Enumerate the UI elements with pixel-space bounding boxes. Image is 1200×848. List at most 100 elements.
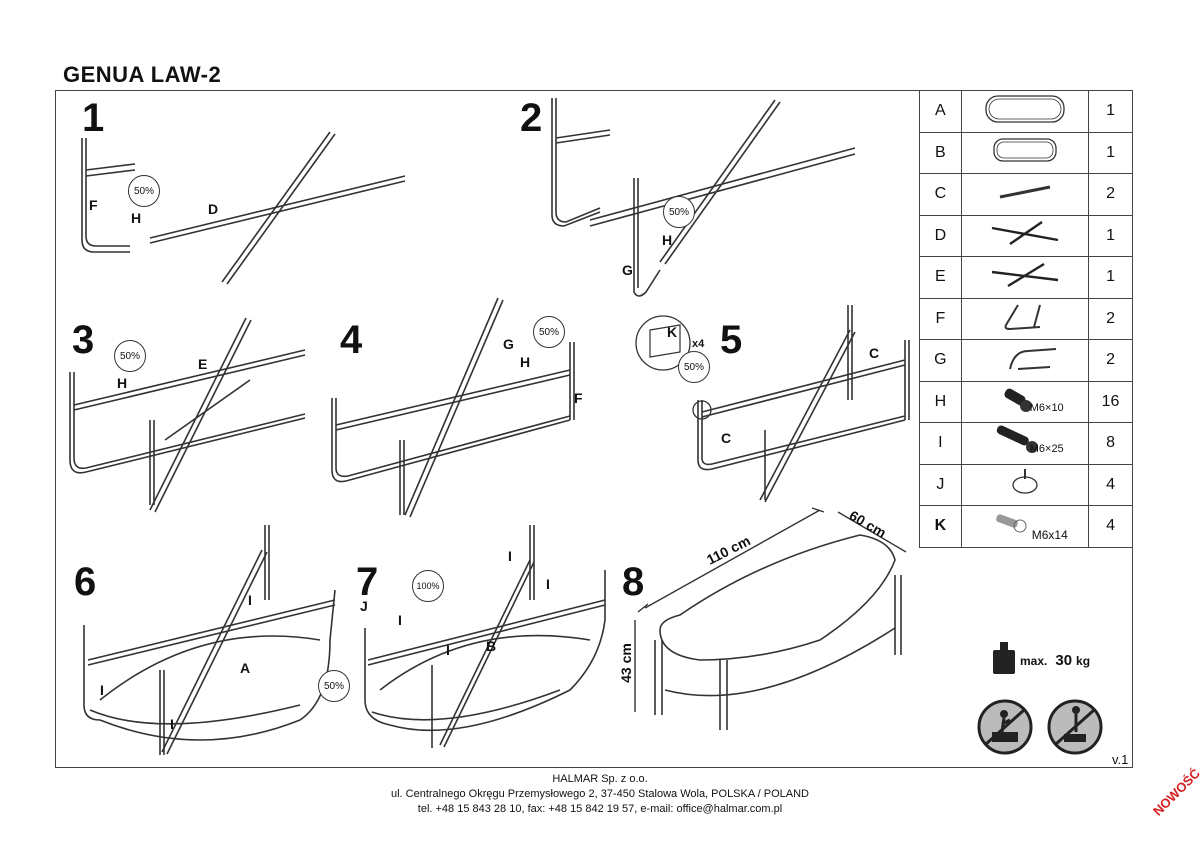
part-label: I bbox=[248, 592, 252, 608]
step-number-8: 8 bbox=[622, 560, 645, 604]
part-letter: A bbox=[919, 90, 962, 133]
table-row: B 1 bbox=[919, 131, 1133, 174]
step1-sketch bbox=[81, 131, 406, 285]
part-quantity: 1 bbox=[1088, 256, 1133, 299]
screw-icon: M6x14 bbox=[960, 505, 1090, 548]
part-label: F bbox=[89, 197, 98, 213]
document-title: GENUA LAW-2 bbox=[63, 62, 222, 87]
instruction-frame bbox=[55, 90, 1133, 768]
part-letter: F bbox=[919, 297, 962, 340]
bar-icon bbox=[960, 173, 1090, 216]
step6-sketch bbox=[83, 525, 336, 755]
step5-sketch bbox=[635, 305, 910, 503]
percent-badge: 50% bbox=[678, 351, 710, 383]
footer-address: ul. Centralnego Okręgu Przemysłowego 2, … bbox=[390, 788, 809, 800]
table-row: G 2 bbox=[919, 339, 1133, 382]
step2-sketch bbox=[551, 98, 856, 297]
part-label: I bbox=[398, 612, 402, 628]
table-row: E 1 bbox=[919, 256, 1133, 299]
part-label: I bbox=[100, 682, 104, 698]
table-row: H M6×10 16 bbox=[919, 380, 1133, 423]
no-standing-icon bbox=[977, 699, 1033, 755]
percent-badge: 50% bbox=[114, 340, 146, 372]
part-letter: D bbox=[919, 214, 962, 257]
part-label: D bbox=[208, 201, 219, 217]
dimension-height: 43 cm bbox=[617, 643, 634, 683]
assembly-drawings bbox=[69, 98, 910, 755]
part-quantity: 8 bbox=[1088, 422, 1133, 465]
leg-frame-icon bbox=[960, 339, 1090, 382]
bolt-size-label: M6×25 bbox=[1029, 443, 1064, 455]
part-letter: J bbox=[919, 463, 962, 506]
cross-frame-icon bbox=[960, 256, 1090, 299]
percent-badge: 50% bbox=[318, 670, 350, 702]
footer-contact: tel. +48 15 843 28 10, fax: +48 15 842 1… bbox=[417, 803, 783, 815]
footer: HALMAR Sp. z o.o. ul. Centralnego Okręgu… bbox=[0, 772, 1200, 817]
part-label: C bbox=[721, 430, 732, 446]
step8-sketch bbox=[634, 507, 907, 730]
table-row: D 1 bbox=[919, 214, 1133, 257]
part-label: G bbox=[503, 336, 514, 352]
step7-sketch bbox=[364, 525, 606, 748]
screw-size-label: M6x14 bbox=[1031, 528, 1068, 542]
step-number-3: 3 bbox=[72, 318, 95, 362]
part-label: J bbox=[360, 598, 368, 614]
table-row: J 4 bbox=[919, 463, 1133, 506]
table-row: C 2 bbox=[919, 173, 1133, 216]
tabletop-small-icon bbox=[960, 131, 1090, 174]
table-row: K M6x14 4 bbox=[919, 505, 1133, 548]
step-number-1: 1 bbox=[82, 96, 105, 140]
max-load-unit: kg bbox=[1076, 654, 1091, 668]
parts-list-table: A 1 B 1 C 2 D 1 E 1 F 2 G 2 H M6×10 16 I… bbox=[919, 90, 1133, 548]
part-label: C bbox=[869, 345, 880, 361]
part-quantity: 4 bbox=[1088, 463, 1133, 506]
part-quantity: 2 bbox=[1088, 297, 1133, 340]
table-row: A 1 bbox=[919, 90, 1133, 133]
step-number-6: 6 bbox=[74, 560, 97, 604]
weight-icon bbox=[993, 642, 1015, 674]
part-label: I bbox=[446, 642, 450, 658]
part-label: H bbox=[520, 354, 531, 370]
part-label: H bbox=[131, 210, 142, 226]
bolt-size-label: M6×10 bbox=[1029, 401, 1064, 414]
part-label: I bbox=[546, 576, 550, 592]
step-number-2: 2 bbox=[520, 96, 543, 140]
step-number-5: 5 bbox=[720, 318, 743, 362]
tabletop-large-icon bbox=[960, 90, 1090, 133]
foot-icon bbox=[960, 463, 1090, 506]
part-quantity: 16 bbox=[1088, 380, 1133, 423]
max-load-label: max. bbox=[1020, 654, 1048, 668]
part-label: G bbox=[622, 262, 633, 278]
part-label: H bbox=[117, 375, 128, 391]
version-label: v.1 bbox=[1112, 752, 1129, 767]
cross-frame-icon bbox=[960, 214, 1090, 257]
step4-sketch bbox=[331, 297, 575, 518]
part-label: K bbox=[667, 324, 678, 340]
percent-badge: 50% bbox=[128, 175, 160, 207]
leg-frame-icon bbox=[960, 297, 1090, 340]
percent-badge: 50% bbox=[533, 316, 565, 348]
footer-company: HALMAR Sp. z o.o. bbox=[552, 773, 648, 785]
no-sitting-icon bbox=[1047, 699, 1103, 755]
part-letter: I bbox=[919, 422, 962, 465]
part-letter: E bbox=[919, 256, 962, 299]
max-load-value: 30 bbox=[1055, 652, 1073, 669]
percent-badge: 50% bbox=[663, 196, 695, 228]
step-number-7: 7 bbox=[356, 560, 379, 604]
part-letter: H bbox=[919, 380, 962, 423]
part-letter: K bbox=[919, 505, 962, 548]
bolt-icon: M6×25 bbox=[960, 422, 1090, 465]
part-quantity: 2 bbox=[1088, 339, 1133, 382]
quantity-label: x4 bbox=[692, 338, 705, 350]
part-label: I bbox=[170, 716, 174, 732]
part-label: F bbox=[574, 390, 583, 406]
step3-sketch bbox=[69, 317, 306, 513]
part-letter: C bbox=[919, 173, 962, 216]
part-label: I bbox=[508, 548, 512, 564]
part-label: H bbox=[662, 232, 673, 248]
part-quantity: 1 bbox=[1088, 131, 1133, 174]
bolt-icon: M6×10 bbox=[960, 380, 1090, 423]
part-label: B bbox=[486, 638, 497, 654]
part-quantity: 4 bbox=[1088, 505, 1133, 548]
part-letter: B bbox=[919, 131, 962, 174]
